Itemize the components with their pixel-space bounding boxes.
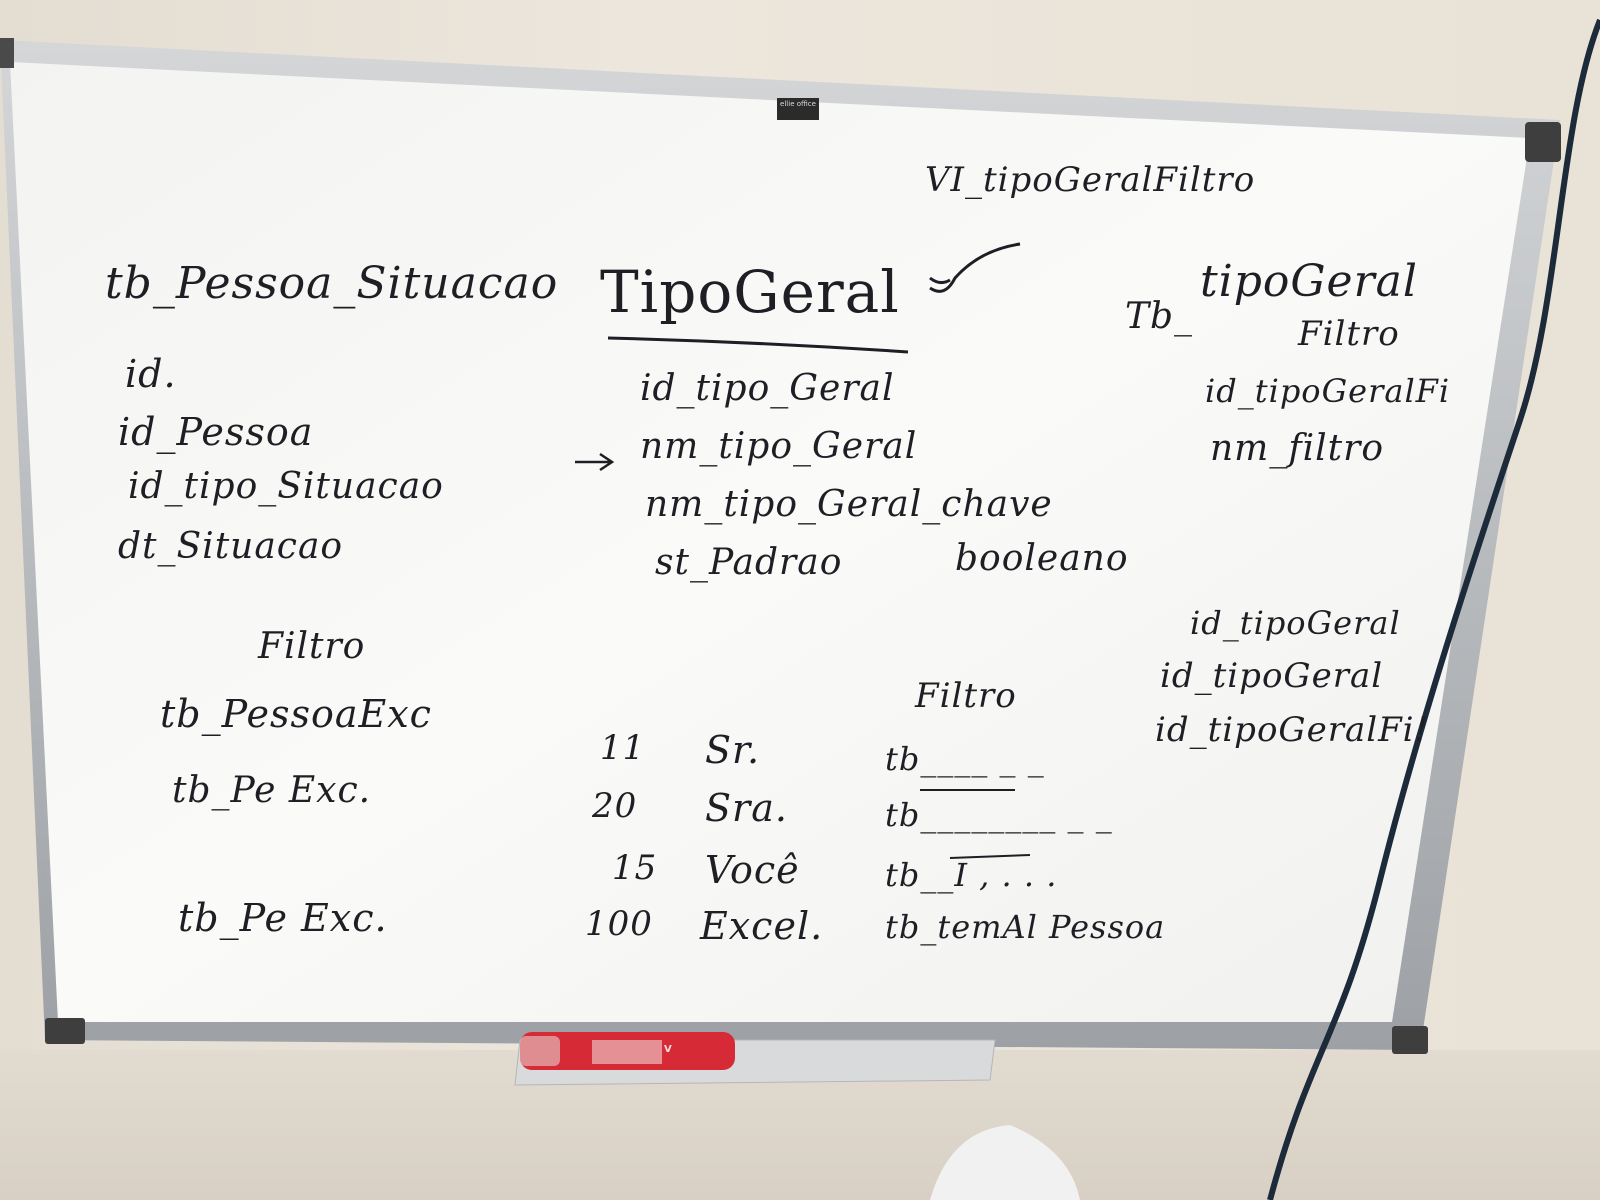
corner-cap-tr	[1525, 122, 1561, 162]
marker-cap-end	[520, 1036, 560, 1066]
right-lower-field-2: id_tipoGeral	[1160, 656, 1384, 696]
cable	[1267, 18, 1600, 1200]
tissue	[930, 1125, 1080, 1200]
center-field-4: st_Padrao	[655, 542, 843, 583]
row-4-value: Excel.	[700, 904, 824, 948]
left-filter-item-3: tb_Pe Exc.	[178, 896, 388, 940]
right-field-1: id_tipoGeralFi	[1205, 372, 1451, 410]
right-title-prefix: Tb_	[1125, 296, 1194, 337]
corner-cap-bl	[45, 1018, 85, 1044]
right-top-note: VI_tipoGeralFiltro	[925, 160, 1256, 200]
right-field-2: nm_filtro	[1210, 428, 1385, 469]
right-title: tipoGeral	[1200, 256, 1418, 307]
row-1-value: Sr.	[705, 728, 761, 772]
writing-surface	[10, 62, 1530, 1022]
left-field-1: id.	[125, 352, 177, 396]
row-3-id: 15	[612, 848, 658, 888]
center-title: TipoGeral	[600, 258, 900, 326]
right-title-suffix: Filtro	[1298, 314, 1400, 354]
row-1-id: 11	[600, 728, 646, 768]
row-3-value: Você	[705, 848, 800, 892]
marker-label: V	[664, 1044, 672, 1055]
marker-label-area	[592, 1040, 662, 1064]
row-2-id: 20	[592, 786, 638, 826]
left-field-2: id_Pessoa	[118, 410, 314, 454]
row-1-filtro: tb____ _ _	[885, 740, 1045, 778]
center-field-2: nm_tipo_Geral	[640, 426, 918, 467]
row-2-filtro: tb________ _ _	[885, 796, 1113, 834]
corner-cap-tl	[0, 38, 14, 68]
row-4-id: 100	[585, 904, 653, 944]
center-field-3: nm_tipo_Geral_chave	[645, 484, 1053, 525]
brand-badge: ellie office	[777, 98, 819, 120]
center-field-1: id_tipo_Geral	[640, 368, 895, 409]
right-lower-field-3: id_tipoGeralFi!	[1155, 710, 1430, 750]
left-filter-item-1: tb_PessoaExc	[160, 692, 432, 736]
arrow-icon	[575, 452, 615, 472]
row-2-value: Sra.	[705, 786, 788, 830]
left-title: tb_Pessoa_Situacao	[105, 258, 559, 309]
corner-cap-br	[1392, 1026, 1428, 1054]
center-type-note: booleano	[955, 538, 1129, 579]
left-filter-heading: Filtro	[258, 626, 366, 667]
left-field-4: dt_Situacao	[118, 526, 344, 567]
row-3-filtro: tb__I , . . .	[885, 856, 1058, 894]
title-underline	[607, 336, 909, 354]
check-mark-icon	[929, 242, 1021, 293]
left-filter-item-2: tb_Pe Exc.	[172, 770, 372, 811]
row-4-filtro: tb_temAl Pessoa	[885, 908, 1166, 946]
left-field-3: id_tipo_Situacao	[128, 466, 444, 507]
center-filtro-heading: Filtro	[915, 676, 1017, 716]
right-lower-field-1: id_tipoGeral	[1190, 604, 1401, 642]
